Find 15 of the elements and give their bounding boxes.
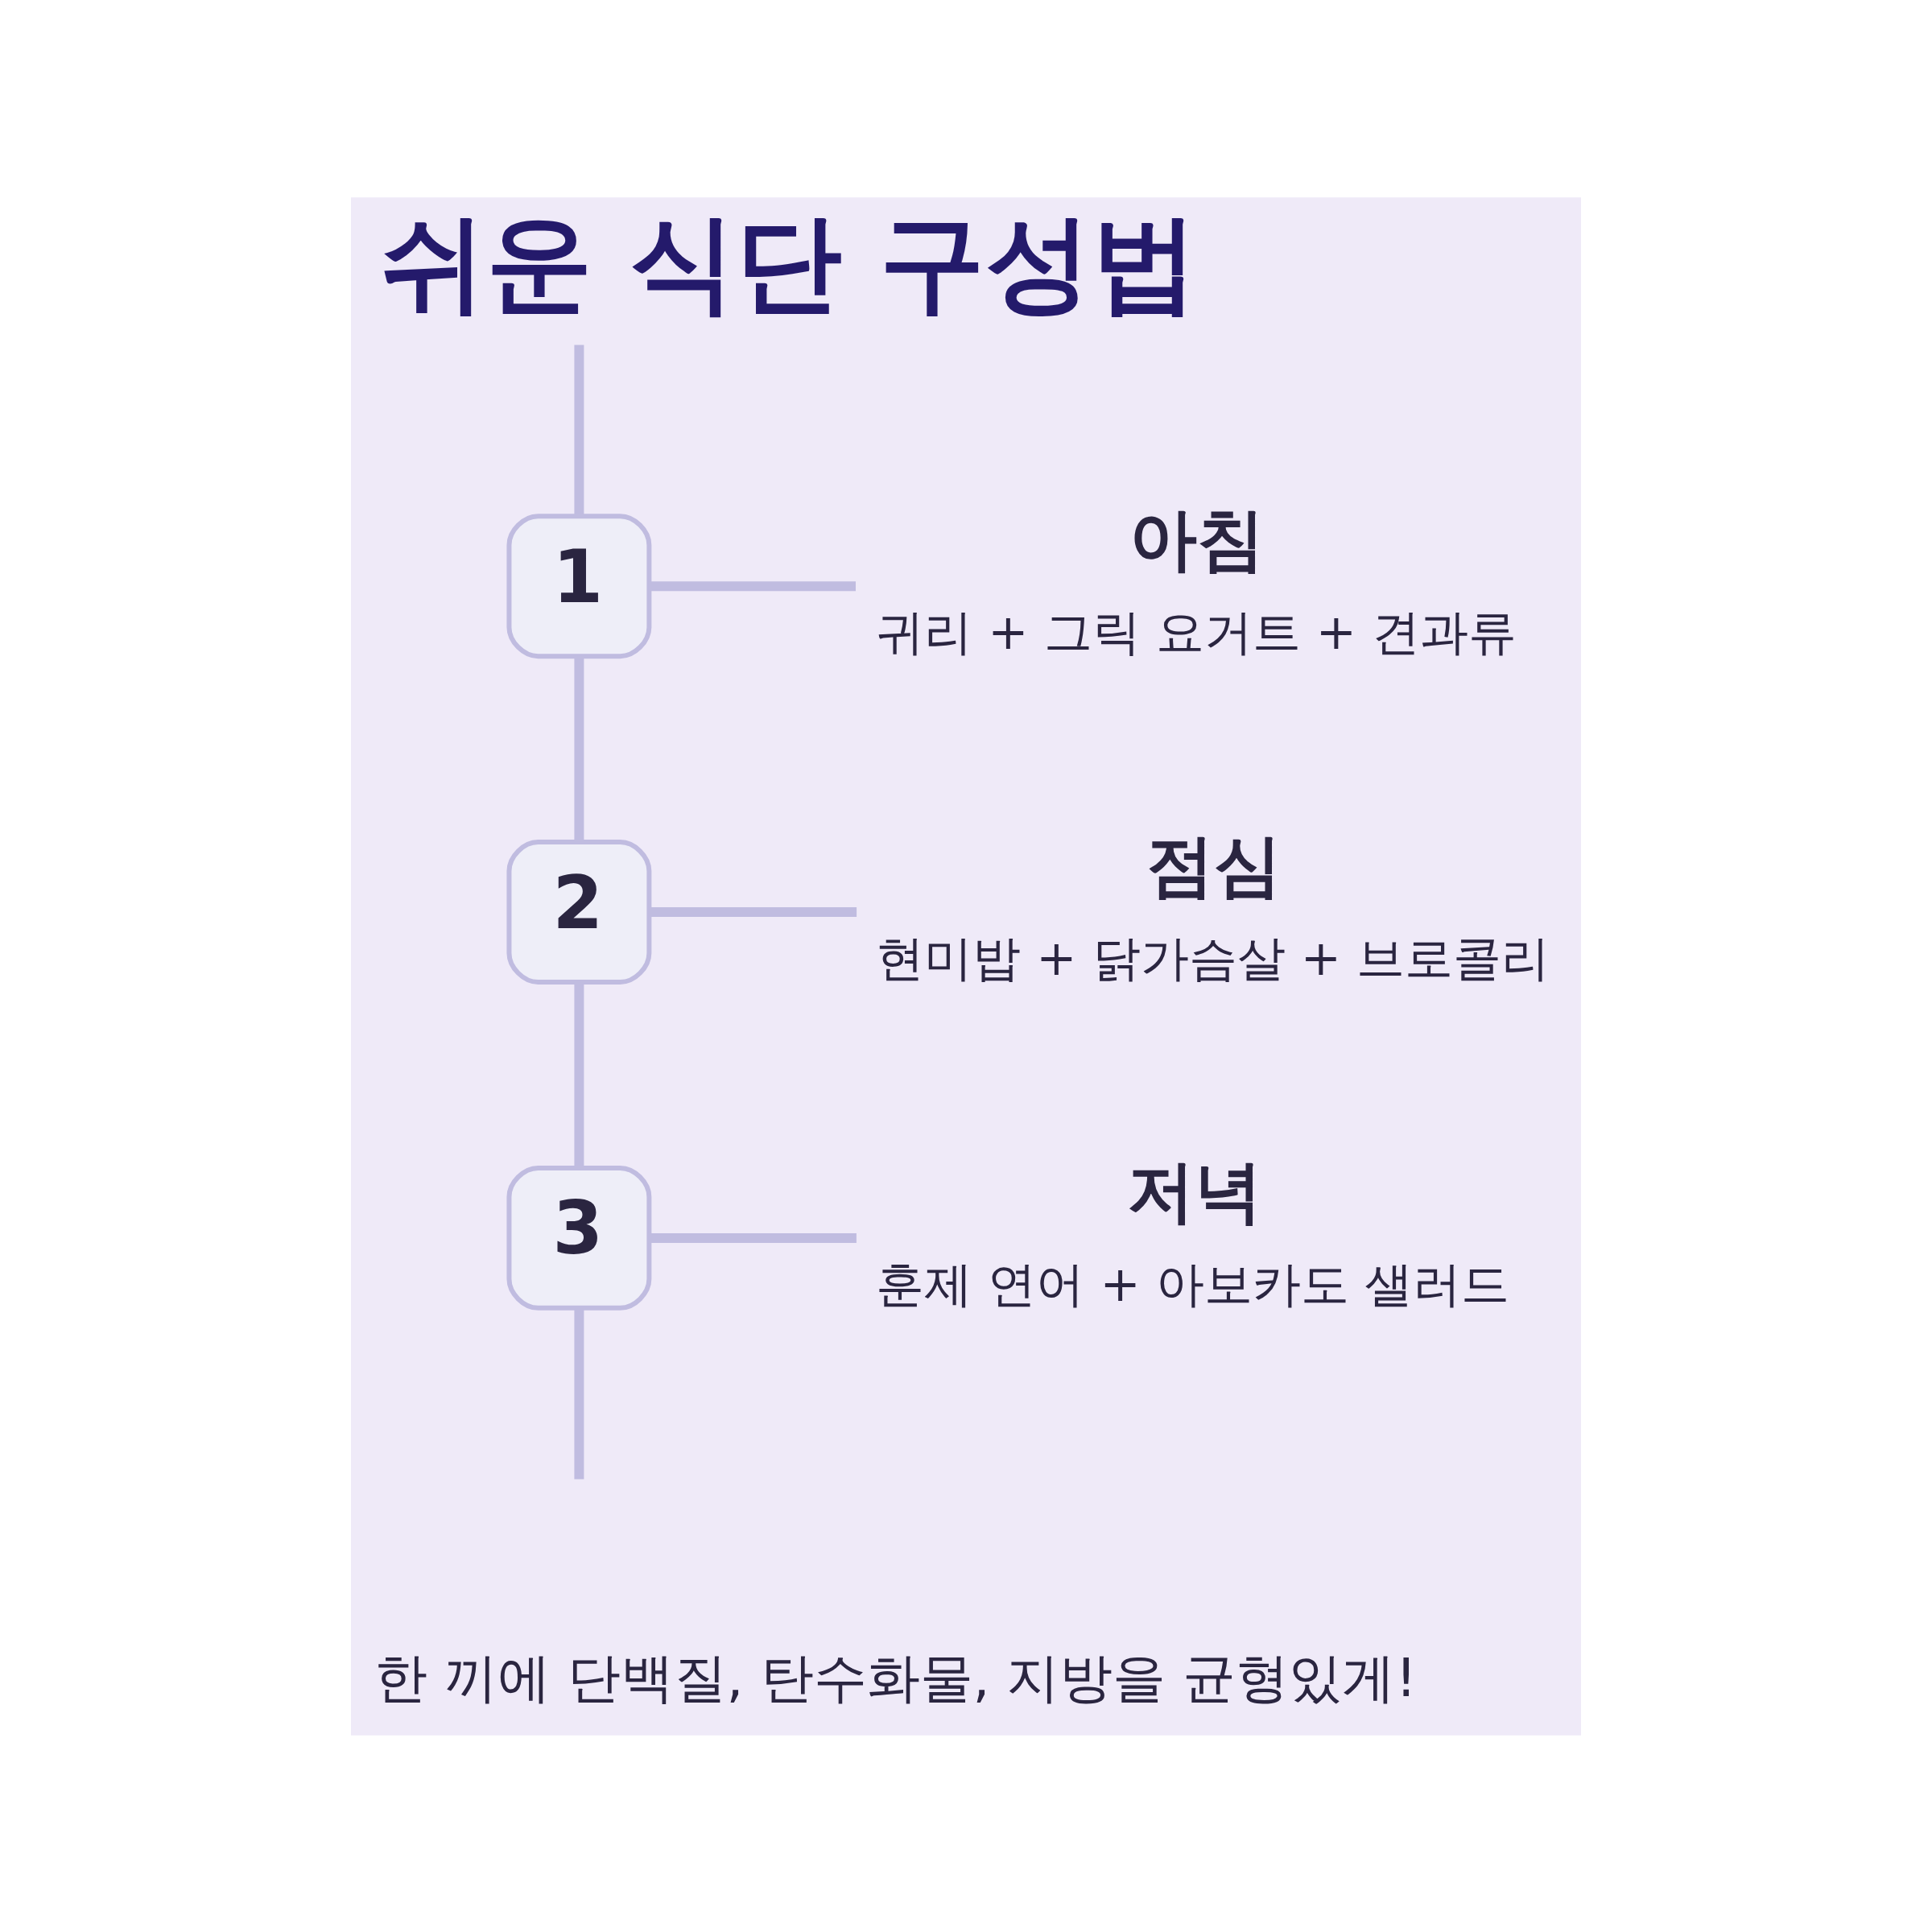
node-text: 저녁 훈제 연어 + 아보카도 샐러드 bbox=[876, 1151, 1509, 1312]
node-text: 아침 귀리 + 그릭 요거트 + 견과류 bbox=[876, 499, 1517, 660]
connector bbox=[574, 656, 584, 842]
connector bbox=[574, 344, 584, 516]
caption: 한 끼에 단백질, 탄수화물, 지방을 균형있게! bbox=[374, 1646, 1417, 1708]
connector bbox=[574, 1307, 584, 1479]
connector bbox=[649, 580, 856, 591]
node-box: 1 bbox=[506, 513, 652, 658]
diagram-title: 쉬운 식단 구성법 bbox=[379, 200, 1198, 324]
connector bbox=[650, 1232, 857, 1243]
node-box: 2 bbox=[506, 839, 652, 985]
connector bbox=[574, 982, 584, 1167]
node-box: 3 bbox=[506, 1165, 652, 1311]
node-text: 점심 현미밥 + 닭가슴살 + 브로콜리 bbox=[876, 825, 1550, 986]
connector bbox=[649, 906, 857, 917]
